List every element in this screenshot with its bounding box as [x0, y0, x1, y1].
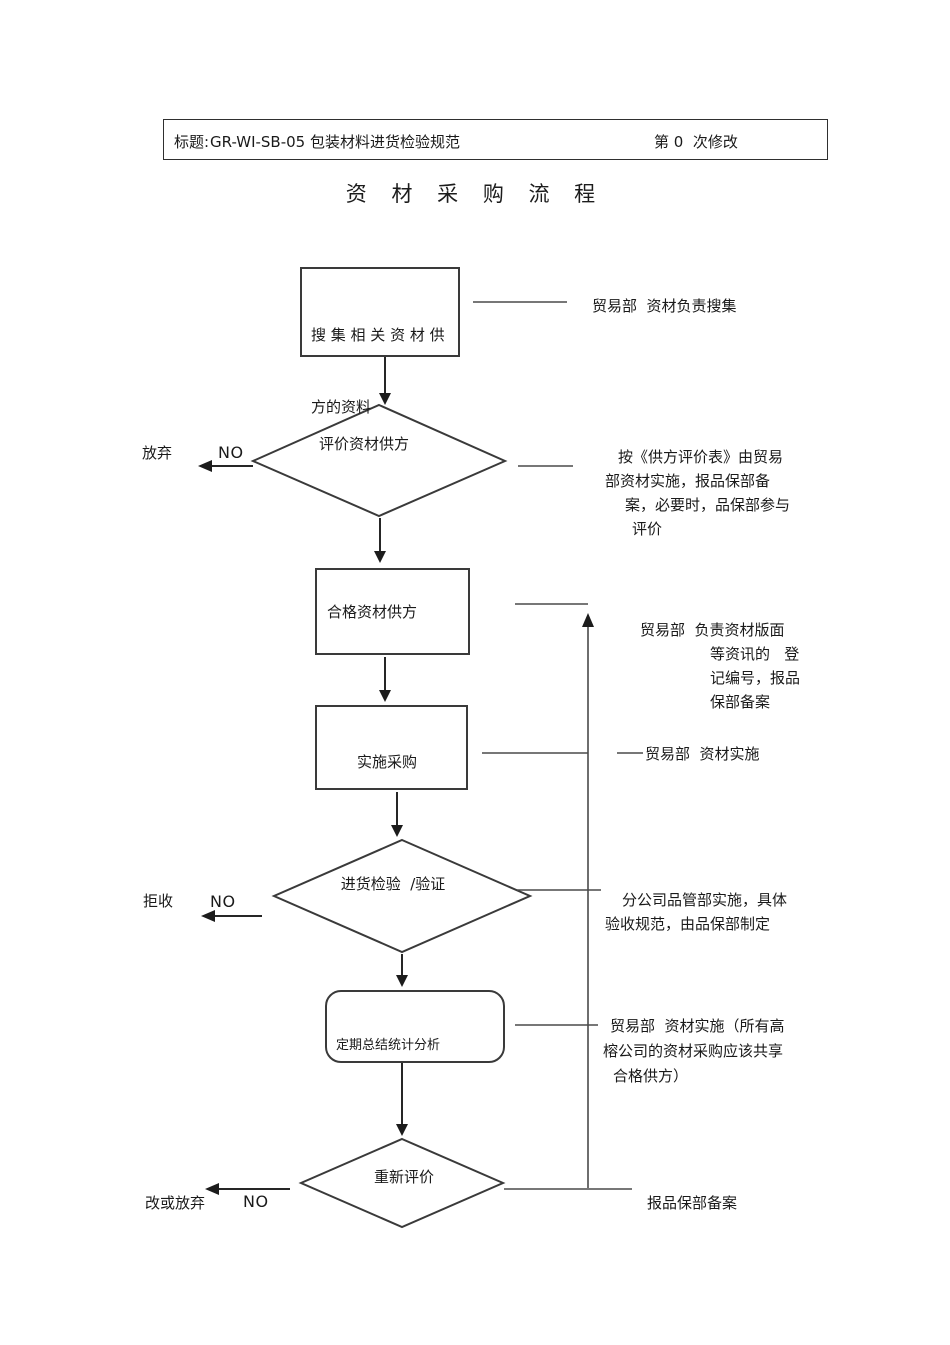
header-document-code: GR-WI-SB-05 包装材料进货检验规范 — [210, 133, 460, 151]
reevaluate-diamond-shape — [298, 1137, 506, 1229]
evaluate-no-outcome: 放弃 — [142, 444, 173, 462]
arrowhead-down-2 — [374, 551, 386, 563]
inspect-no-outcome: 拒收 — [143, 892, 174, 910]
arrowhead-up-feedback — [582, 613, 594, 627]
qualified-label: 合格资材供方 — [327, 603, 418, 621]
reevaluate-no-label: NO — [243, 1192, 269, 1211]
annotation-evaluate-line2: 部资材实施，报品保部备 — [605, 472, 771, 490]
flow-arrow-shafts — [211, 357, 403, 1190]
document-header-box: 标题: GR-WI-SB-05 包装材料进货检验规范 第 0 次修改 — [163, 119, 828, 160]
purchase-box: 实施采购 — [315, 705, 468, 790]
arrowhead-left-no3 — [205, 1183, 219, 1195]
arrowhead-left-no2 — [201, 910, 215, 922]
summary-label: 定期总结统计分析 — [336, 1038, 441, 1053]
qualified-supplier-box: 合格资材供方 — [315, 568, 470, 655]
arrowhead-down-3 — [379, 690, 391, 702]
annotation-evaluate-line4: 评价 — [632, 520, 663, 538]
annotation-qualified-line3: 记编号，报品 — [710, 669, 801, 687]
arrowhead-down-6 — [396, 1124, 408, 1136]
purchase-label: 实施采购 — [357, 753, 418, 771]
inspect-diamond-label: 进货检验 /验证 — [340, 875, 446, 893]
collect-suppliers-box: 搜 集 相 关 资 材 供 方的资料 — [300, 267, 460, 416]
page-title: 资 材 采 购 流 程 — [345, 182, 605, 206]
evaluate-no-label: NO — [218, 443, 244, 462]
reevaluate-no-outcome: 改或放弃 — [145, 1194, 206, 1212]
collect-label-line2: 方的资料 — [311, 398, 372, 416]
evaluate-diamond-label: 评价资材供方 — [318, 435, 409, 453]
annotation-purchase: 贸易部 资材实施 — [645, 745, 760, 763]
diamond-shapes — [250, 403, 533, 1229]
annotation-summary-line3: 合格供方） — [613, 1067, 689, 1085]
annotation-summary-line1: 贸易部 资材实施（所有高 — [610, 1017, 785, 1035]
annotation-inspect-line2: 验收规范，由品保部制定 — [605, 915, 771, 933]
annotation-collect: 贸易部 资材负责搜集 — [592, 297, 737, 315]
annotation-inspect-line1: 分公司品管部实施，具体 — [622, 891, 788, 909]
annotation-qualified-line2: 等资讯的 登 — [710, 645, 800, 663]
reevaluate-diamond-label: 重新评价 — [373, 1168, 434, 1186]
arrowhead-down-5 — [396, 975, 408, 987]
header-revision: 第 0 次修改 — [654, 133, 738, 151]
arrowhead-down-4 — [391, 825, 403, 837]
arrowhead-down-1 — [379, 393, 391, 405]
annotation-evaluate-line1: 按《供方评价表》由贸易 — [618, 448, 784, 466]
inspect-diamond-shape — [271, 838, 533, 954]
evaluate-diamond-shape — [250, 403, 508, 518]
annotation-qualified-line1: 贸易部 负责资材版面 — [640, 621, 785, 639]
arrowhead-left-no1 — [198, 460, 212, 472]
annotation-summary-line2: 榕公司的资材采购应该共享 — [603, 1042, 784, 1060]
header-title-label: 标题: — [174, 133, 210, 151]
inspect-no-label: NO — [210, 892, 236, 911]
arrowheads — [198, 393, 594, 1195]
annotation-reevaluate: 报品保部备案 — [647, 1194, 738, 1212]
collect-label-line1: 搜 集 相 关 资 材 供 — [311, 326, 445, 344]
summary-rounded-box: 定期总结统计分析 — [325, 990, 505, 1063]
annotation-qualified-line4: 保部备案 — [710, 693, 771, 711]
annotation-evaluate-line3: 案，必要时，品保部参与 — [625, 496, 791, 514]
annotation-connectors — [473, 301, 643, 1190]
